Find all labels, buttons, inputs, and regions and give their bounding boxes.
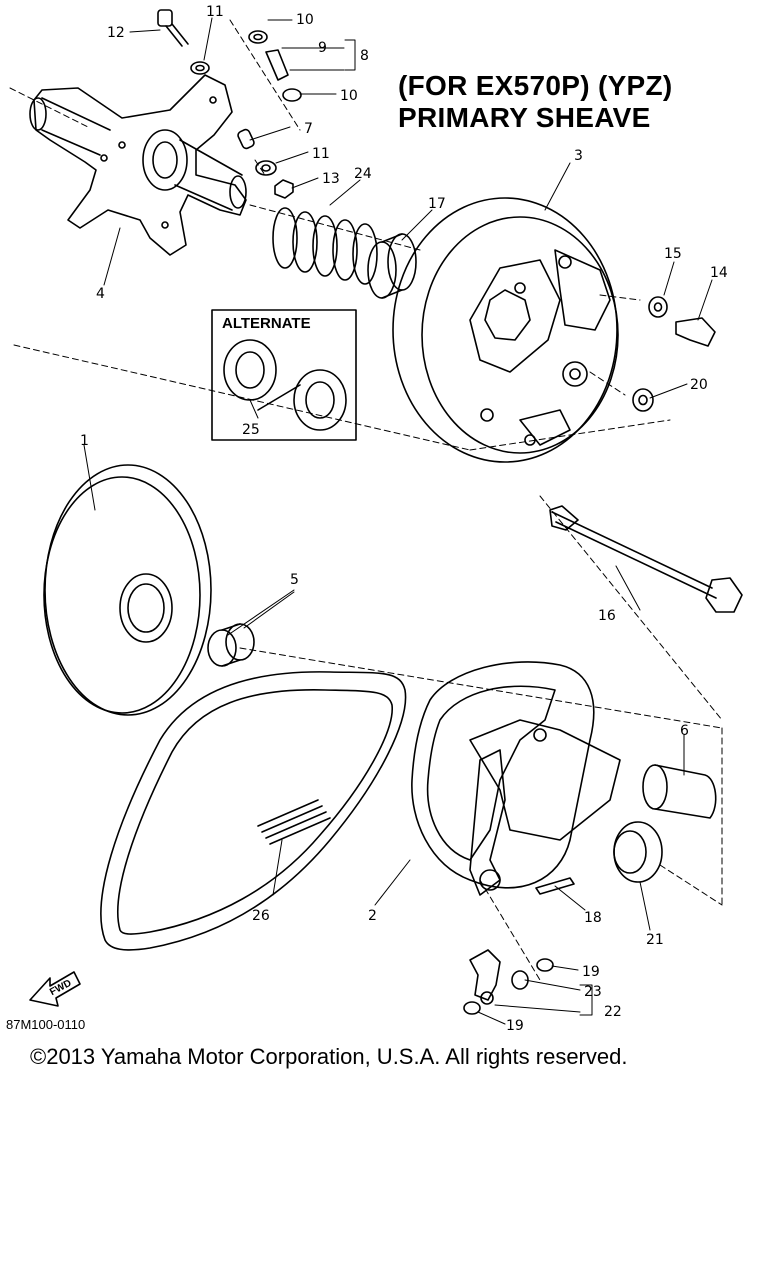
callout-24: 24 xyxy=(354,166,372,182)
callout-19-lower: 19 xyxy=(506,1018,524,1034)
fwd-arrow-icon xyxy=(29,971,81,1007)
callout-12: 12 xyxy=(107,25,125,41)
callout-22: 22 xyxy=(604,1004,622,1020)
title-assembly: PRIMARY SHEAVE xyxy=(398,102,651,133)
callout-9: 9 xyxy=(318,40,327,56)
dashed-guide-lines xyxy=(9,19,723,981)
part-12-bolt xyxy=(157,9,189,47)
part-17-bushing xyxy=(367,233,417,299)
callout-18: 18 xyxy=(584,910,602,926)
callout-leader-lines xyxy=(83,17,713,1025)
copyright-notice: ©2013 Yamaha Motor Corporation, U.S.A. A… xyxy=(30,1044,628,1069)
callout-10-lower: 10 xyxy=(340,88,358,104)
callout-14: 14 xyxy=(710,265,728,281)
parts-18-19-22-23 xyxy=(463,877,575,1015)
callout-10: 10 xyxy=(296,12,314,28)
part-1-sheave-disc xyxy=(43,464,212,716)
small-hardware xyxy=(190,30,302,199)
callout-11: 11 xyxy=(206,4,224,20)
callout-26: 26 xyxy=(252,908,270,924)
title-model: (FOR EX570P) (YPZ) xyxy=(398,70,673,101)
callout-15: 15 xyxy=(664,246,682,262)
callout-2: 2 xyxy=(368,908,377,924)
parts-14-15-20 xyxy=(632,296,716,412)
callout-19: 19 xyxy=(582,964,600,980)
part-26-drive-belt xyxy=(100,671,407,951)
callout-11-lower: 11 xyxy=(312,146,330,162)
diagram-code: 87M100-0110 xyxy=(6,1017,86,1032)
parts-diagram: 12 11 10 9 8 10 7 11 13 24 17 4 3 15 14 … xyxy=(9,4,743,1034)
callout-6: 6 xyxy=(680,723,689,739)
callout-8: 8 xyxy=(360,48,369,64)
part-6-sleeve xyxy=(642,764,717,819)
callout-17: 17 xyxy=(428,196,446,212)
part-4-shaft-spider xyxy=(29,74,247,256)
alternate-label: ALTERNATE xyxy=(222,315,311,332)
callout-3: 3 xyxy=(574,148,583,164)
callout-4: 4 xyxy=(96,286,105,302)
callout-13: 13 xyxy=(322,171,340,187)
callout-numbers: 12 11 10 9 8 10 7 11 13 24 17 4 3 15 14 … xyxy=(48,4,728,1034)
callout-20: 20 xyxy=(690,377,708,393)
callout-21: 21 xyxy=(646,932,664,948)
callout-7: 7 xyxy=(304,121,313,137)
callout-5: 5 xyxy=(290,572,299,588)
callout-25: 25 xyxy=(242,422,260,438)
part-16-long-bolt xyxy=(549,505,743,613)
callout-16: 16 xyxy=(598,608,616,624)
callout-1: 1 xyxy=(80,433,89,449)
part-5-bushings xyxy=(207,623,255,667)
part-24-spring xyxy=(272,207,378,285)
part-2-sheave-housing xyxy=(411,661,621,896)
diagram-title: (FOR EX570P) (YPZ) PRIMARY SHEAVE xyxy=(398,70,673,134)
part-21-seal xyxy=(613,821,663,883)
part-3-sheave-cover xyxy=(392,197,619,463)
callout-23: 23 xyxy=(584,984,602,1000)
